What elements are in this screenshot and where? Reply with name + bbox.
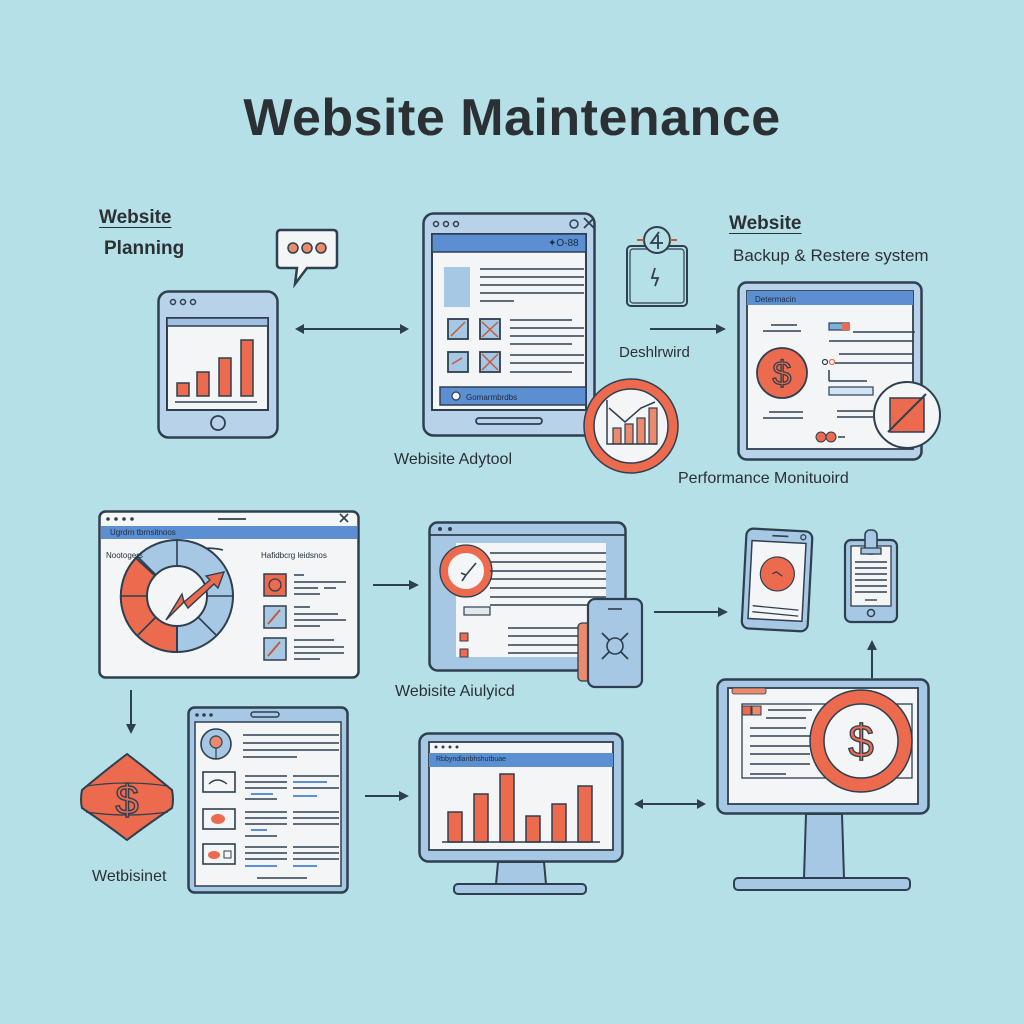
planning-subheading: Planning (104, 238, 185, 259)
budget-label: Wetbisinet (92, 868, 167, 885)
tilted-phone-icon (740, 527, 814, 633)
arrow-right-icon (654, 607, 728, 617)
analytics-right-title: Hafidbcrg leidsnos (261, 551, 327, 560)
backup-window-header: Determacin (755, 295, 796, 304)
analytics-footer-bar-text: Gomarmbrdbs (466, 393, 518, 402)
analytics-left-title: Nootogers (106, 551, 143, 560)
analytics-tool-tablet-icon (422, 212, 596, 437)
monitor-bar-chart-icon (418, 732, 624, 895)
arrow-down-icon (126, 690, 136, 734)
planning-heading: Website (99, 207, 172, 228)
arrow-right-icon (365, 791, 409, 801)
planning-tablet-icon (157, 290, 279, 439)
speech-bubble-icon (275, 228, 339, 289)
edit-badge-icon (873, 381, 941, 449)
svg-text:$: $ (115, 776, 138, 823)
clipboard-phone-icon (843, 529, 899, 624)
analytics-window-icon (98, 510, 360, 679)
analyzed-label: Webisite Aiulyicd (395, 683, 515, 700)
double-arrow-icon (634, 799, 706, 809)
dashboard-label: Deshlrwird (619, 344, 690, 361)
arrow-right-icon (650, 324, 726, 334)
dashboard-clipboard-icon (626, 226, 688, 307)
money-shield-icon: $ (80, 752, 174, 842)
backup-heading: Website (729, 213, 802, 234)
arrow-right-icon (373, 580, 419, 590)
performance-chart-badge-icon (583, 378, 679, 474)
content-list-window-icon (187, 706, 349, 894)
page-title: Website Maintenance (243, 89, 781, 147)
backup-subheading: Backup & Restere system (733, 246, 929, 265)
analyzed-window-icon (428, 521, 644, 689)
svg-text:$: $ (773, 355, 792, 393)
monitor-chart-header: Rbbyndlanbhshutbuae (436, 756, 507, 763)
performance-label: Performance Monituoird (678, 470, 849, 487)
svg-text:$: $ (848, 715, 874, 767)
arrow-up-icon (867, 640, 877, 678)
analytics-header-icons: ✦O-88 (548, 238, 579, 249)
desktop-monitor-dollar-icon: $ (716, 678, 930, 891)
double-arrow-icon (295, 324, 409, 334)
analytics-window-header: Ugrdrn tbrnsitnoos (110, 528, 176, 537)
analytics-tool-label: Webisite Adytool (394, 451, 512, 468)
